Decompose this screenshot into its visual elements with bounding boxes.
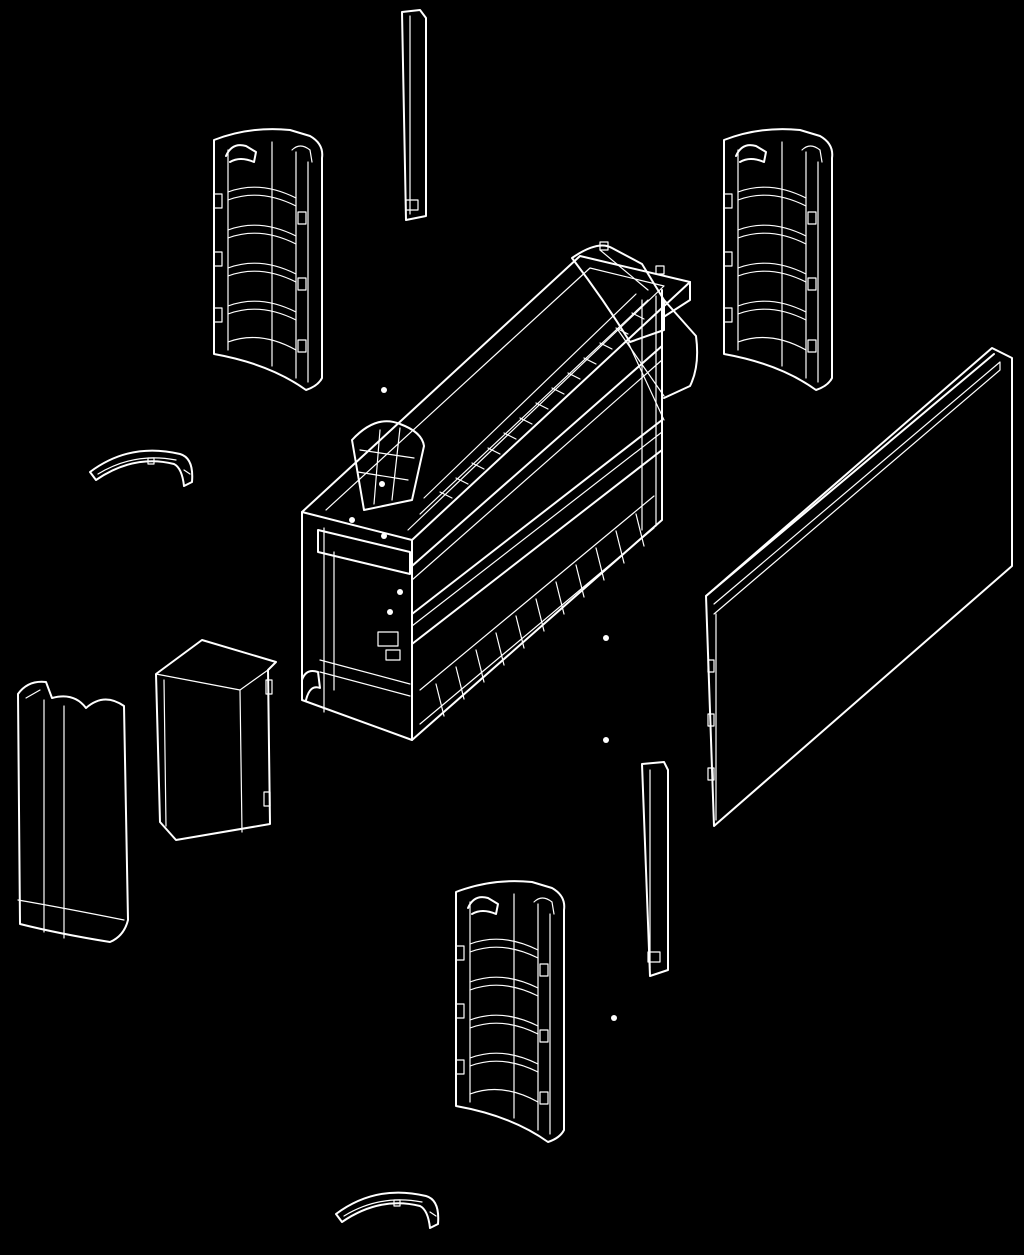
end-cap-cover xyxy=(17,680,129,943)
upper-right-side-panel xyxy=(723,128,834,391)
main-chassis-frame xyxy=(301,241,699,741)
screw xyxy=(381,387,617,1021)
control-box-cover xyxy=(155,639,277,841)
top-vertical-strip xyxy=(401,9,427,221)
bottom-curved-bracket xyxy=(335,1191,440,1229)
right-vertical-strip xyxy=(641,761,669,977)
lower-side-panel xyxy=(455,880,566,1143)
upper-left-side-panel xyxy=(213,128,324,391)
front-cover-panel xyxy=(705,347,1013,827)
left-curved-bracket xyxy=(89,449,194,487)
